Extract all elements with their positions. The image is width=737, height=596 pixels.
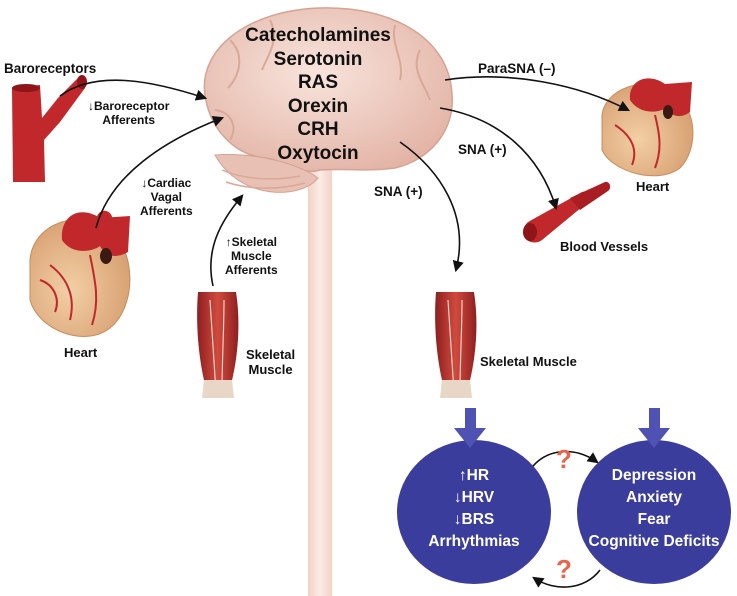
baroreceptor-afferents-line-1: ↓Baroreceptor: [88, 99, 170, 113]
pathway-arrows: [59, 76, 630, 588]
psych-outcome: Anxiety: [626, 489, 682, 506]
cardiac-outcome: ↓BRS: [453, 511, 495, 528]
outcome-arrows: [454, 408, 670, 448]
psychological-outcomes-list: Depression Anxiety Fear Cognitive Defici…: [580, 465, 728, 553]
heart-right-label: Heart: [636, 179, 670, 194]
cardiac-outcomes-ellipse: [397, 440, 551, 584]
cardiac-outcome: Arrhythmias: [428, 533, 520, 550]
skeletal-muscle-afferents-line-1: ↑Skeletal: [225, 235, 278, 249]
blood-vessels-label: Blood Vessels: [560, 239, 649, 254]
skeletal-muscle-left-label: Skeletal Muscle: [246, 347, 296, 378]
arrow-cardiac-vagal-afferents: [95, 116, 225, 229]
arrow-skeletal-muscle-afferents: [210, 194, 244, 287]
arrow-question-bottom: [532, 569, 601, 588]
brain-illustration: [203, 7, 453, 193]
cardiac-outcomes-list: ↑HR ↓HRV ↓BRS Arrhythmias: [404, 465, 544, 553]
cardiac-outcome: ↓HRV: [453, 489, 495, 506]
brain-item: Catecholamines: [245, 25, 391, 46]
psych-outcome: Fear: [637, 511, 671, 528]
cardiac-vagal-afferents-line-3: Afferents: [140, 203, 193, 218]
blue-arrow-left: [454, 408, 486, 448]
baroreceptor-afferents-line-2: Afferents: [102, 112, 156, 127]
psychological-outcomes-ellipse: [577, 440, 731, 584]
brain-item: Orexin: [287, 95, 349, 117]
brain-item: Serotonin: [273, 48, 363, 70]
skeletal-muscle-afferents-line-2: Muscle: [231, 248, 272, 263]
left-heart-illustration: [29, 210, 131, 337]
arrow-parasna: [444, 76, 630, 112]
skeletal-muscle-afferents-label: ↑Skeletal Muscle Afferents: [225, 235, 278, 277]
question-mark-top: ?: [556, 444, 572, 474]
baroreceptors-label: Baroreceptors: [4, 61, 97, 76]
arrow-sna-vessels: [439, 107, 559, 211]
cardiac-vagal-afferents-line-2: Vagal: [150, 189, 183, 204]
cardiac-outcome: ↑HR: [458, 467, 490, 484]
arrow-question-top: [529, 450, 599, 471]
psych-outcome: Cognitive Deficits: [588, 533, 720, 550]
sna-muscle-label: SNA (+): [374, 184, 423, 199]
cardiac-vagal-afferents-label: ↓Cardiac Vagal Afferents: [140, 176, 193, 218]
left-skeletal-muscle-illustration: [197, 292, 239, 398]
baroreceptor-afferents-label: ↓Baroreceptor Afferents: [88, 99, 170, 128]
skeletal-muscle-left-line-2: Muscle: [248, 361, 293, 377]
skeletal-muscle-left-line-1: Skeletal: [246, 347, 296, 362]
parasna-label: ParaSNA (–): [478, 61, 556, 76]
brain-item: RAS: [297, 72, 339, 93]
right-heart-illustration: [601, 78, 694, 177]
baroreceptor-vessel: [12, 75, 87, 182]
brain-item: Oxytocin: [277, 142, 359, 164]
spinal-cord: [308, 160, 332, 596]
right-skeletal-muscle-illustration: [435, 292, 477, 398]
skeletal-muscle-afferents-line-3: Afferents: [225, 262, 278, 277]
question-mark-bottom: ?: [556, 554, 572, 584]
blood-vessels-illustration: [523, 181, 611, 243]
psych-outcome: Depression: [611, 467, 697, 484]
skeletal-muscle-right-label: Skeletal Muscle: [480, 354, 577, 369]
arrow-sna-muscle: [399, 141, 464, 273]
sna-vessels-label: SNA (+): [458, 142, 507, 157]
arrow-baroreceptor-afferents: [59, 79, 208, 101]
heart-left-label: Heart: [64, 345, 98, 360]
blue-arrow-right: [638, 408, 670, 448]
brain-item: CRH: [297, 119, 339, 140]
cardiac-vagal-afferents-line-1: ↓Cardiac: [141, 176, 192, 190]
brain-neurotransmitter-list: Catecholamines Serotonin RAS Orexin CRH …: [243, 24, 393, 165]
